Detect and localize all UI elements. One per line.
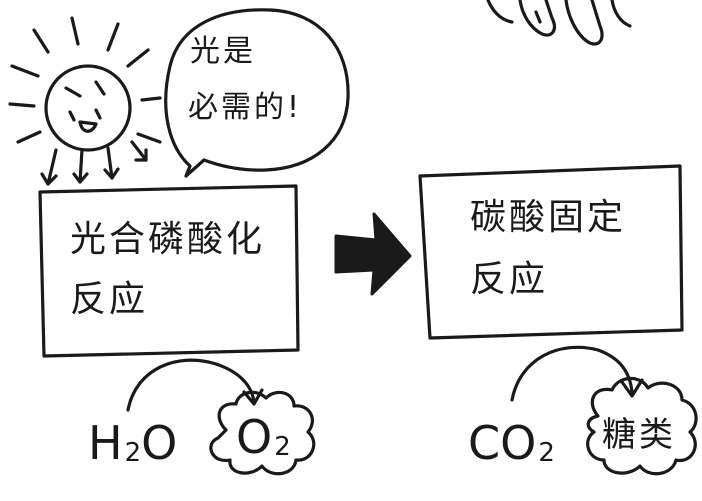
- sugar-cloud: [586, 376, 698, 476]
- sunlight-arrows: [40, 140, 148, 186]
- light-reaction-line-2: 反应: [70, 279, 149, 320]
- carbon-fixation-line-1: 碳酸固定: [470, 197, 627, 238]
- co2-sub: 2: [538, 438, 555, 468]
- light-output-arrow: [126, 358, 264, 412]
- light-reaction-line-1: 光合磷酸化: [70, 219, 266, 260]
- carbon-fixation-line-2: 反应: [470, 259, 549, 300]
- carbon-fixation-box: [418, 164, 684, 340]
- water-sub: 2: [124, 438, 142, 468]
- speech-bubble: [164, 8, 350, 178]
- water-h: H: [88, 416, 123, 470]
- co2-label: CO2: [468, 416, 555, 470]
- sun-icon: [8, 16, 162, 152]
- process-arrow-icon: [334, 212, 412, 296]
- hand-icon: [486, 0, 632, 46]
- bubble-line-1: 光是: [190, 34, 256, 69]
- oxygen-o: O: [236, 410, 273, 464]
- sugar-label: 糖类: [602, 415, 676, 455]
- oxygen-label: O2: [236, 410, 291, 464]
- fixation-output-arrow: [510, 345, 644, 402]
- co2-base: CO: [468, 416, 537, 470]
- oxygen-sub: 2: [274, 432, 291, 462]
- water-label: H2O: [88, 416, 177, 470]
- water-o: O: [141, 416, 178, 470]
- bubble-line-2: 必需的!: [188, 90, 303, 125]
- oxygen-cloud: [209, 390, 316, 476]
- light-reaction-box: [38, 184, 300, 358]
